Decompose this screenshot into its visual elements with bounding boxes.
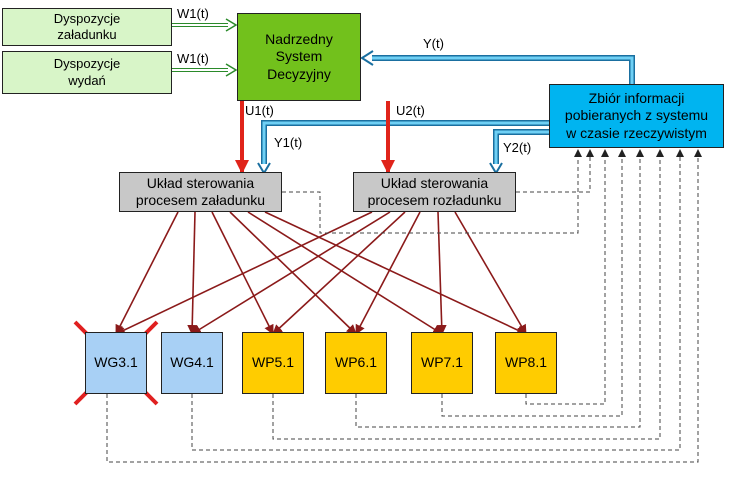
dashed-measurement-line [525, 149, 609, 405]
load-process-arrow [229, 211, 357, 335]
dispatch-release-box: Dyspozycje wydań [2, 51, 172, 94]
dashed-measurement-lines [106, 149, 702, 463]
node-wp8-1: WP8.1 [495, 332, 557, 394]
dispatch-loading-box: Dyspozycje załadunku [2, 8, 172, 46]
y-feedback-arrow [360, 50, 635, 84]
load-process-arrow [264, 211, 527, 335]
load-process-arrow [187, 211, 198, 335]
loading-control-box: Układ sterowania procesem załadunku [119, 172, 282, 212]
load-process-arrow [115, 211, 179, 335]
process-arrows [115, 211, 527, 335]
w1-arrows [171, 18, 238, 77]
node-wp5-1: WP5.1 [242, 332, 304, 394]
node-wp6-1: WP6.1 [325, 332, 387, 394]
label-y: Y(t) [423, 36, 444, 51]
node-wg4-1: WG4.1 [161, 332, 223, 394]
node-wp7-1: WP7.1 [411, 332, 473, 394]
dashed-measurement-line [441, 149, 626, 417]
unload-process-arrow [115, 211, 373, 335]
control-arrows [235, 101, 395, 174]
master-decision-system-box: Nadrzedny System Decyzyjny [237, 13, 361, 101]
dashed-measurement-line [282, 149, 582, 234]
label-w1-top: W1(t) [177, 6, 209, 21]
unload-process-arrow [454, 211, 527, 335]
label-y1: Y1(t) [274, 135, 303, 150]
unload-process-arrow [436, 211, 447, 335]
unload-process-arrow [355, 211, 421, 335]
node-wg3-1: WG3.1 [85, 332, 147, 394]
dashed-measurement-line [516, 149, 594, 193]
dashed-measurement-line [272, 149, 664, 440]
label-u2: U2(t) [396, 103, 425, 118]
dashed-measurement-line [106, 149, 702, 463]
info-collection-box: Zbiór informacji pobieranych z systemu w… [549, 84, 724, 148]
label-u1: U1(t) [245, 103, 274, 118]
unloading-control-box: Układ sterowania procesem rozładunku [353, 172, 516, 212]
dashed-measurement-line [355, 149, 644, 428]
unload-process-arrow [272, 211, 406, 335]
load-process-arrow [247, 211, 443, 335]
label-w1-bottom: W1(t) [177, 51, 209, 66]
label-y2: Y2(t) [503, 140, 532, 155]
dashed-measurement-line [191, 149, 684, 451]
unload-process-arrow [191, 211, 391, 335]
